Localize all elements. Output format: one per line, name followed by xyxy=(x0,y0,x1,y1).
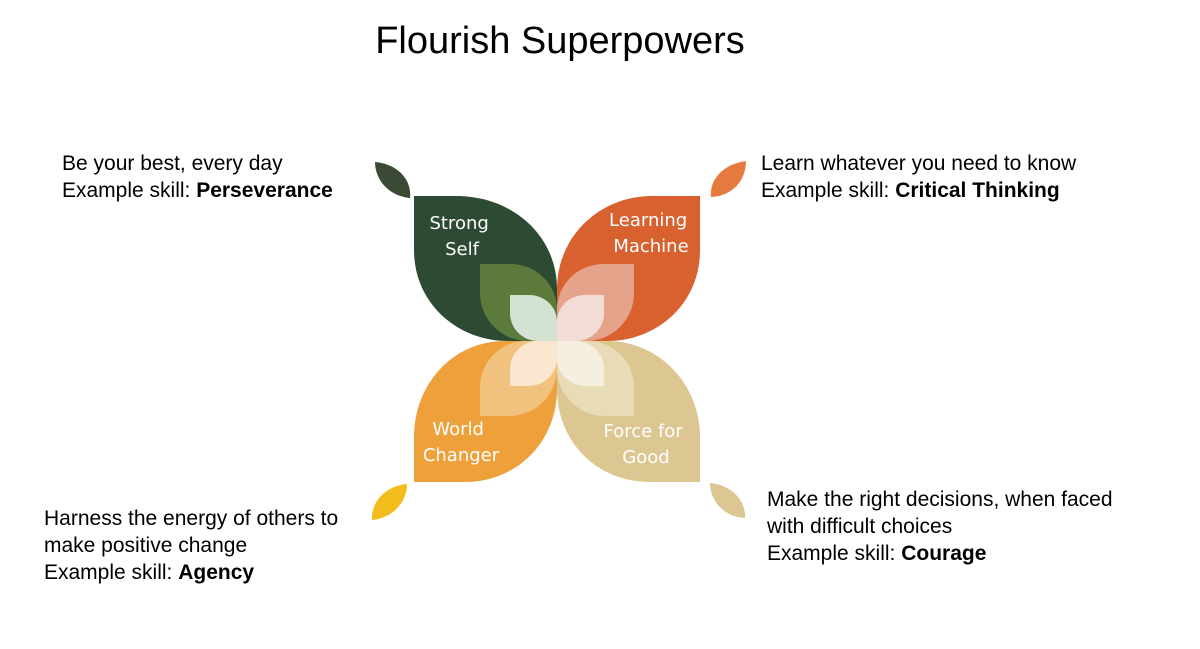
petal-label-force-for-good: Force for Good xyxy=(604,421,689,468)
callout-bottom-right-skill: Example skill: Courage xyxy=(767,542,987,565)
petal-label-world-changer: World Changer xyxy=(423,419,500,466)
callout-top-right: Learn whatever you need to know Example … xyxy=(761,150,1076,204)
callout-bottom-right-text-2: with difficult choices xyxy=(767,515,953,538)
callout-bottom-left: Harness the energy of others to make pos… xyxy=(44,505,338,586)
callout-top-left-skill: Example skill: Perseverance xyxy=(62,179,333,202)
leaf-icon-bottom-left xyxy=(371,484,407,520)
petal-label-learning-machine: Learning Machine xyxy=(609,210,693,257)
callout-bottom-left-skill: Example skill: Agency xyxy=(44,561,255,584)
page-title: Flourish Superpowers xyxy=(375,20,745,62)
callout-top-right-skill: Example skill: Critical Thinking xyxy=(761,179,1060,202)
leaf-icon-top-right xyxy=(710,161,746,197)
core-petal-bottom-right xyxy=(557,341,604,386)
callout-bottom-right: Make the right decisions, when faced wit… xyxy=(767,486,1113,567)
leaf-icon-bottom-right xyxy=(710,483,746,518)
core-petal-top-right xyxy=(557,295,604,341)
callout-top-right-text: Learn whatever you need to know xyxy=(761,152,1077,175)
core-petal-top-left xyxy=(510,295,557,341)
callout-top-left: Be your best, every day Example skill: P… xyxy=(62,150,333,204)
callout-bottom-left-text-2: make positive change xyxy=(44,534,248,557)
callout-bottom-left-text-1: Harness the energy of others to xyxy=(44,507,339,530)
callout-top-left-text: Be your best, every day xyxy=(62,152,283,175)
callout-bottom-right-text-1: Make the right decisions, when faced xyxy=(767,488,1113,511)
leaf-icon-top-left xyxy=(375,162,411,198)
core-petal-bottom-left xyxy=(510,341,557,386)
petal-label-strong-self: Strong Self xyxy=(429,213,494,260)
